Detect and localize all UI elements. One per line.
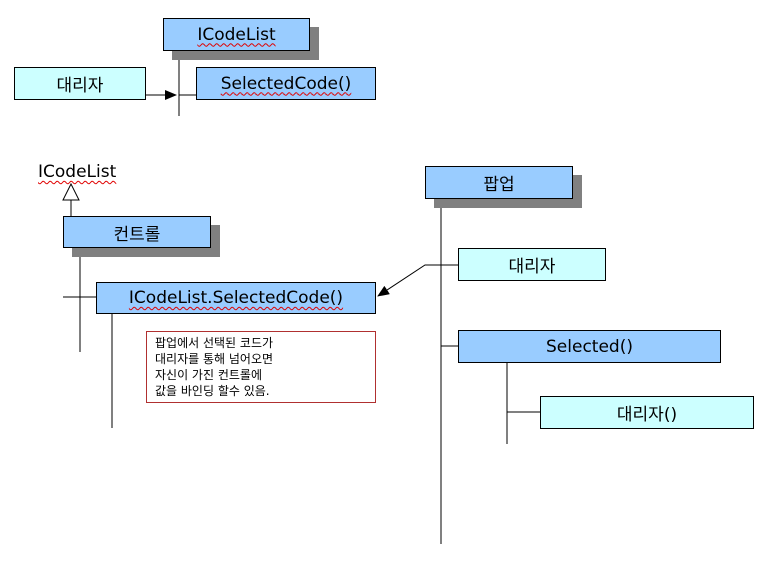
delegate-call-label: 대리자() — [616, 405, 678, 425]
top-interface-label: ICodeList — [197, 24, 276, 45]
note-line-2: 대리자를 통해 넘어오면 — [155, 352, 274, 366]
top-delegate-box: 대리자 — [14, 67, 146, 100]
right-delegate-box: 대리자 — [458, 248, 606, 281]
control-box: 컨트롤 — [63, 216, 211, 248]
selected-label: Selected() — [546, 336, 633, 357]
note-line-3: 자신이 가진 컨트롤에 — [155, 368, 262, 382]
top-interface-box: ICodeList — [163, 18, 310, 51]
inherit-triangle — [62, 182, 80, 201]
left-interface-label: ICodeList — [38, 162, 117, 182]
right-delegate-label: 대리자 — [508, 257, 556, 277]
note-line-4: 값을 바인딩 할수 있음. — [155, 384, 270, 398]
call-label: ICodeList.SelectedCode() — [128, 288, 344, 308]
top-method-label: SelectedCode() — [220, 73, 352, 94]
delegate-call-box: 대리자() — [540, 396, 754, 429]
selected-box: Selected() — [458, 330, 721, 363]
note-line-1: 팝업에서 선택된 코드가 — [155, 336, 274, 350]
popup-box: 팝업 — [425, 166, 573, 199]
top-delegate-label: 대리자 — [56, 76, 104, 96]
explanation-note: 팝업에서 선택된 코드가 대리자를 통해 넘어오면 자신이 가진 컨트롤에 값을… — [146, 331, 376, 403]
control-label: 컨트롤 — [113, 224, 161, 245]
popup-label: 팝업 — [483, 175, 515, 195]
callback-arrow — [377, 264, 458, 297]
call-box: ICodeList.SelectedCode() — [96, 282, 376, 314]
top-method-box: SelectedCode() — [196, 67, 376, 100]
